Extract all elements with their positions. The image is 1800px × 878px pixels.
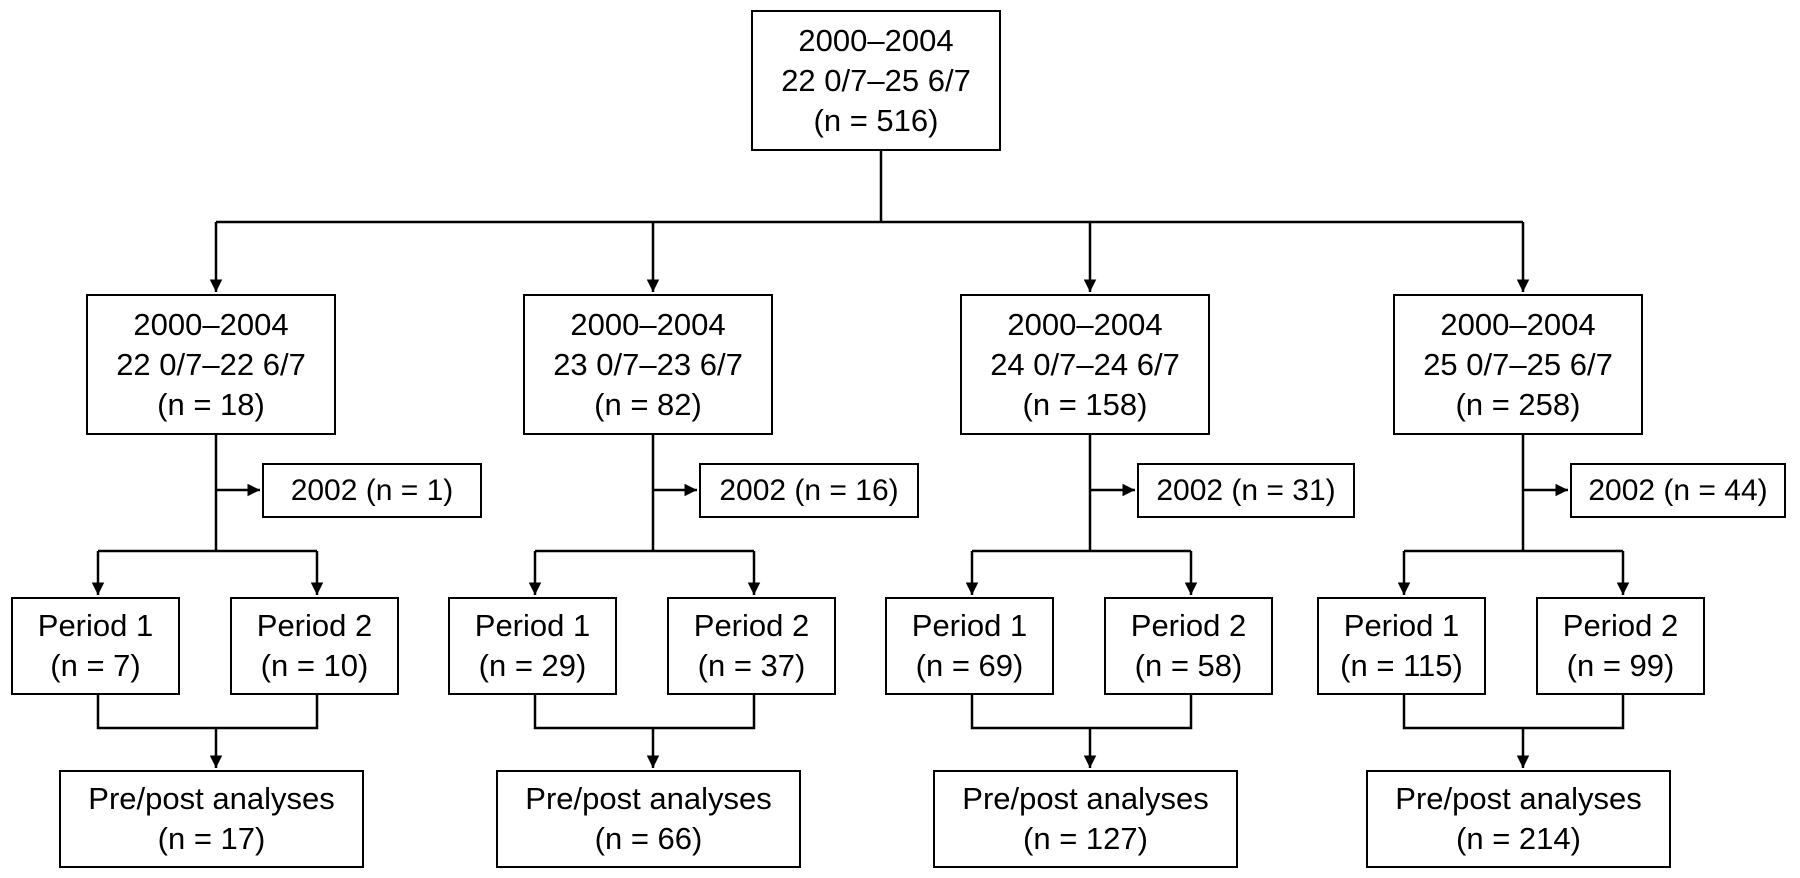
period-1-box-group-1: Period 1 (n = 7) xyxy=(11,597,180,695)
period-count: (n = 69) xyxy=(915,648,1024,683)
period-1-box-group-3: Period 1 (n = 69) xyxy=(885,597,1054,695)
connector-group-2-merge xyxy=(533,695,756,730)
group-gestational-range: 22 0/7–22 6/7 xyxy=(116,346,306,382)
analysis-box-4: Pre/post analyses (n = 214) xyxy=(1366,770,1671,868)
period-1-box-group-2: Period 1 (n = 29) xyxy=(448,597,617,695)
analysis-count: (n = 214) xyxy=(1456,821,1581,856)
period-label: Period 1 xyxy=(474,608,591,643)
period-1-box-group-4: Period 1 (n = 115) xyxy=(1317,597,1486,695)
group-gestational-range: 23 0/7–23 6/7 xyxy=(553,346,743,382)
connector-group-4-merge xyxy=(1402,695,1625,730)
excluded-label: 2002 (n = 31) xyxy=(1156,473,1336,507)
excluded-2002-box-3: 2002 (n = 31) xyxy=(1137,463,1355,518)
connector-group-3-merge xyxy=(970,695,1193,730)
group-box-4: 2000–2004 25 0/7–25 6/7 (n = 258) xyxy=(1393,294,1643,435)
analysis-label: Pre/post analyses xyxy=(525,781,772,816)
analysis-box-3: Pre/post analyses (n = 127) xyxy=(933,770,1238,868)
analysis-label: Pre/post analyses xyxy=(88,781,335,816)
period-count: (n = 37) xyxy=(697,648,806,683)
excluded-2002-box-2: 2002 (n = 16) xyxy=(699,463,919,518)
period-count: (n = 115) xyxy=(1340,648,1463,683)
group-count: (n = 258) xyxy=(1455,386,1581,422)
analysis-label: Pre/post analyses xyxy=(962,781,1209,816)
period-label: Period 1 xyxy=(37,608,154,643)
period-label: Period 2 xyxy=(1130,608,1247,643)
group-years: 2000–2004 xyxy=(133,306,289,342)
group-box-2: 2000–2004 23 0/7–23 6/7 (n = 82) xyxy=(523,294,773,435)
group-count: (n = 82) xyxy=(594,386,702,422)
root-count: (n = 516) xyxy=(813,102,939,138)
period-count: (n = 99) xyxy=(1566,648,1675,683)
group-gestational-range: 24 0/7–24 6/7 xyxy=(990,346,1180,382)
excluded-label: 2002 (n = 1) xyxy=(290,473,454,507)
root-gestational-range: 22 0/7–25 6/7 xyxy=(781,62,971,98)
excluded-label: 2002 (n = 44) xyxy=(1588,473,1768,507)
group-box-1: 2000–2004 22 0/7–22 6/7 (n = 18) xyxy=(86,294,336,435)
excluded-label: 2002 (n = 16) xyxy=(719,473,899,507)
analysis-count: (n = 127) xyxy=(1023,821,1148,856)
period-2-box-group-2: Period 2 (n = 37) xyxy=(667,597,836,695)
root-cohort-box: 2000–2004 22 0/7–25 6/7 (n = 516) xyxy=(751,10,1001,151)
excluded-2002-box-1: 2002 (n = 1) xyxy=(262,463,482,518)
analysis-label: Pre/post analyses xyxy=(1395,781,1642,816)
group-count: (n = 18) xyxy=(157,386,265,422)
period-label: Period 2 xyxy=(1562,608,1679,643)
excluded-2002-box-4: 2002 (n = 44) xyxy=(1570,463,1786,518)
period-2-box-group-3: Period 2 (n = 58) xyxy=(1104,597,1273,695)
period-count: (n = 7) xyxy=(50,648,141,683)
group-count: (n = 158) xyxy=(1022,386,1148,422)
root-years: 2000–2004 xyxy=(798,22,954,58)
group-gestational-range: 25 0/7–25 6/7 xyxy=(1423,346,1613,382)
analysis-box-2: Pre/post analyses (n = 66) xyxy=(496,770,801,868)
analysis-count: (n = 66) xyxy=(594,821,703,856)
period-label: Period 2 xyxy=(256,608,373,643)
group-box-3: 2000–2004 24 0/7–24 6/7 (n = 158) xyxy=(960,294,1210,435)
group-years: 2000–2004 xyxy=(570,306,726,342)
group-years: 2000–2004 xyxy=(1007,306,1163,342)
period-2-box-group-4: Period 2 (n = 99) xyxy=(1536,597,1705,695)
group-years: 2000–2004 xyxy=(1440,306,1596,342)
period-count: (n = 58) xyxy=(1134,648,1243,683)
period-count: (n = 10) xyxy=(260,648,369,683)
period-label: Period 2 xyxy=(693,608,810,643)
analysis-box-1: Pre/post analyses (n = 17) xyxy=(59,770,364,868)
period-label: Period 1 xyxy=(1343,608,1460,643)
period-count: (n = 29) xyxy=(478,648,587,683)
analysis-count: (n = 17) xyxy=(157,821,266,856)
period-2-box-group-1: Period 2 (n = 10) xyxy=(230,597,399,695)
connector-group-1-merge xyxy=(96,695,319,730)
period-label: Period 1 xyxy=(911,608,1028,643)
